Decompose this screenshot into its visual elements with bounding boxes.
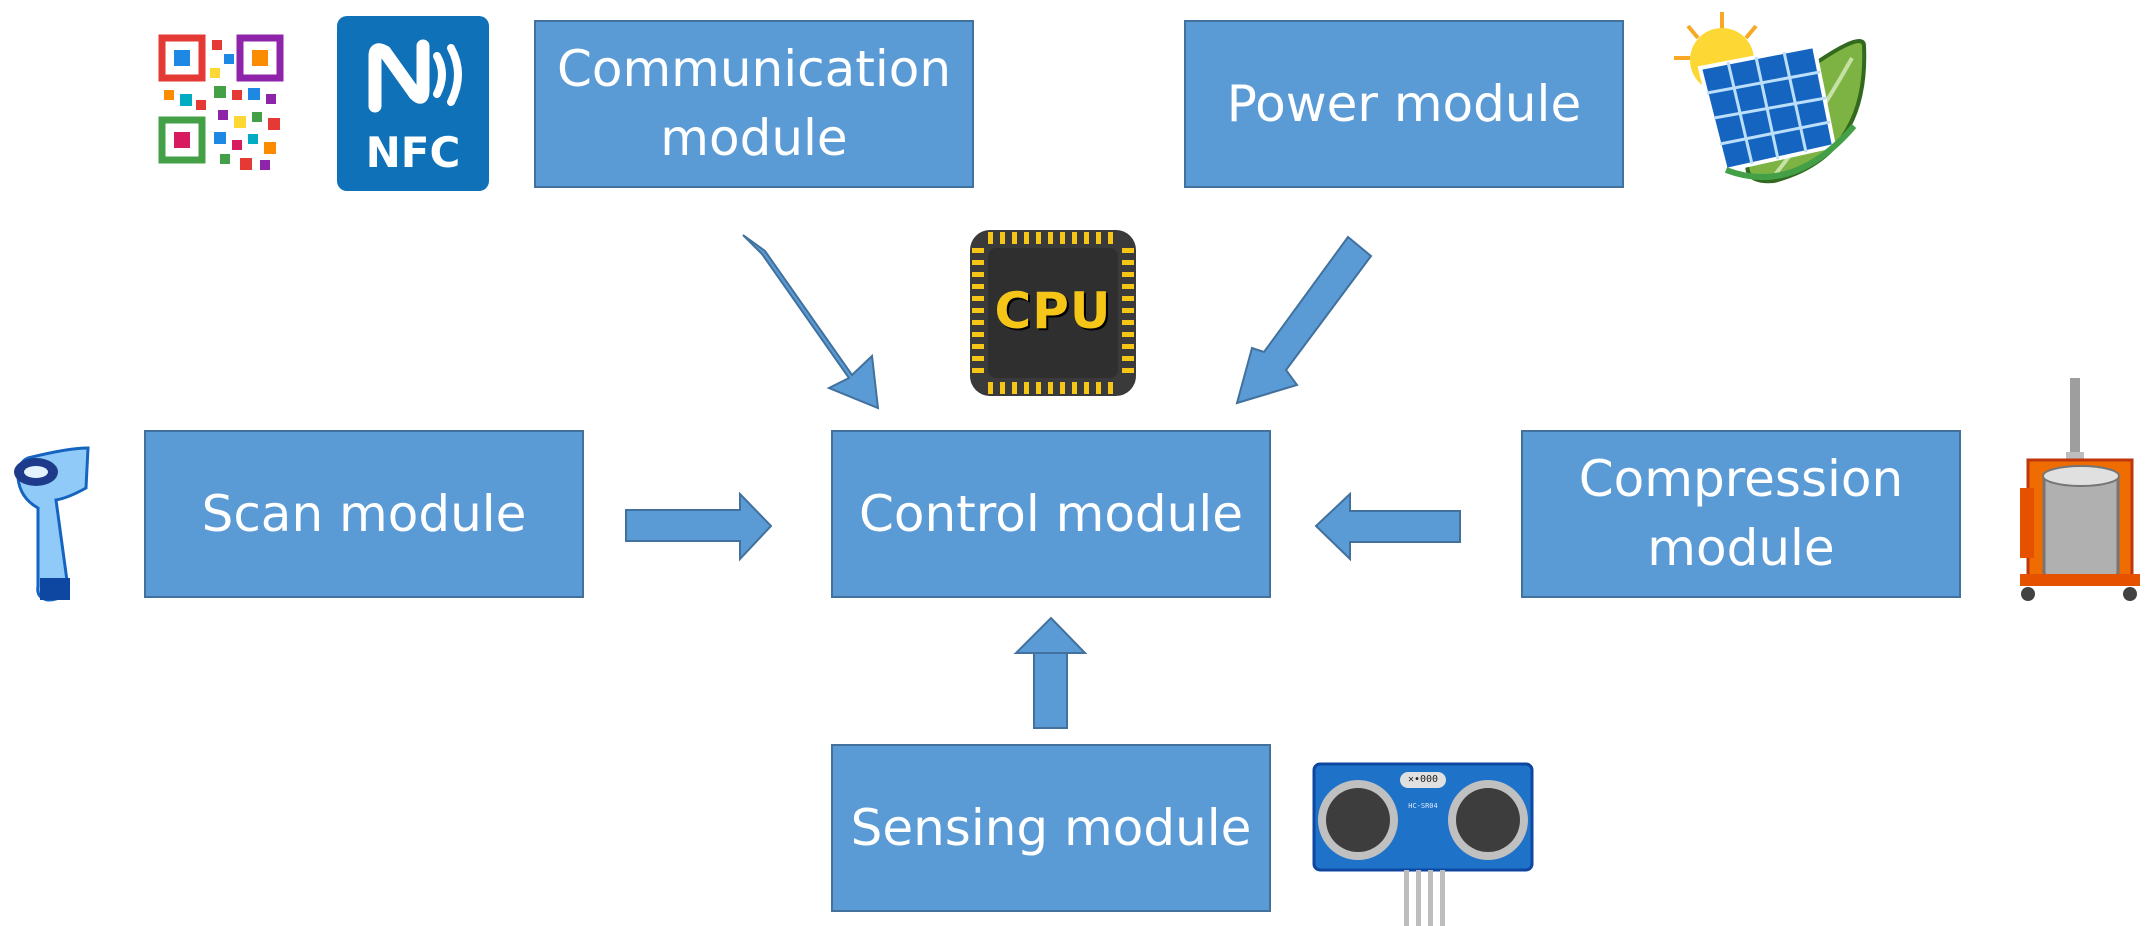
barcode-scanner-icon — [14, 446, 90, 602]
compactor-machine-icon — [2020, 378, 2140, 601]
nfc-label: NFC — [365, 128, 461, 177]
ultrasonic-sensor-label: ✕•000 — [1407, 774, 1439, 785]
control-module-box: Control module — [831, 430, 1271, 598]
nfc-waves-icon — [368, 39, 462, 113]
arrow-power-to-control — [1235, 235, 1373, 405]
communication-module-box: Communication module — [534, 20, 974, 188]
qr-code-icon — [158, 34, 284, 170]
arrow-scan-to-control — [625, 491, 773, 562]
cpu-chip-icon: CPU — [966, 226, 1140, 400]
arrow-sensing-to-control — [1013, 616, 1088, 729]
sensing-module-box: Sensing module — [831, 744, 1271, 912]
solar-panel-leaf-icon — [1674, 12, 1867, 184]
scan-module-label: Scan module — [201, 484, 527, 543]
nfc-icon: NFC — [337, 16, 489, 191]
control-module-label: Control module — [858, 484, 1243, 543]
arrow-communication-to-control — [742, 234, 880, 410]
compression-module-label: Compression module — [1578, 450, 1904, 577]
power-module-box: Power module — [1184, 20, 1624, 188]
compression-module-box: Compression module — [1521, 430, 1961, 598]
scan-module-box: Scan module — [144, 430, 584, 598]
ultrasonic-sensor-model: HC-SR04 — [1408, 802, 1438, 810]
cpu-label: CPU — [994, 282, 1112, 340]
sensing-module-label: Sensing module — [850, 798, 1252, 857]
ultrasonic-sensor-icon: ✕•000 HC-SR04 — [1312, 762, 1534, 926]
power-module-label: Power module — [1226, 74, 1582, 133]
communication-module-label: Communication module — [556, 40, 952, 167]
arrow-compression-to-control — [1314, 491, 1461, 562]
